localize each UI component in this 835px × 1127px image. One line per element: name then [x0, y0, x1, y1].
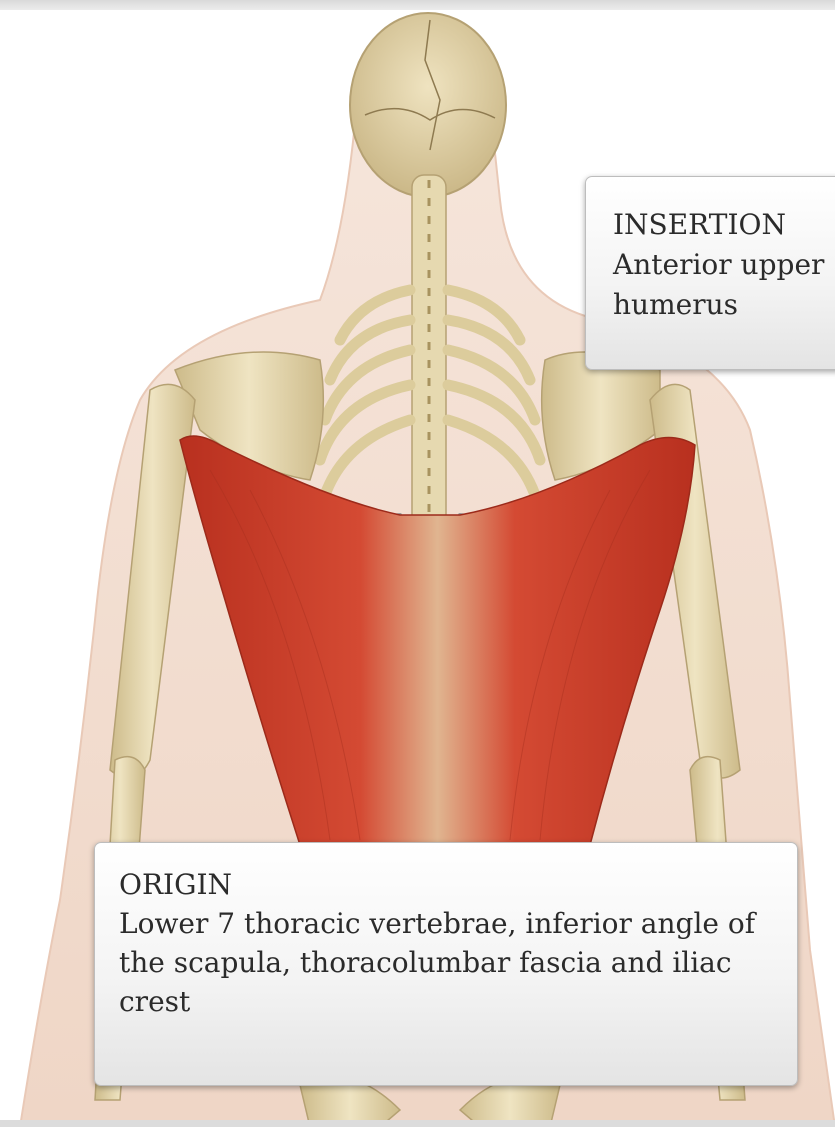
origin-text: Lower 7 thoracic vertebrae, inferior ang…	[119, 904, 777, 1021]
insertion-heading: INSERTION	[613, 205, 835, 245]
spine	[412, 175, 446, 555]
skull	[350, 13, 506, 197]
origin-heading: ORIGIN	[119, 865, 777, 904]
origin-callout: ORIGIN Lower 7 thoracic vertebrae, infer…	[94, 842, 798, 1086]
bottom-bar	[0, 1120, 835, 1127]
